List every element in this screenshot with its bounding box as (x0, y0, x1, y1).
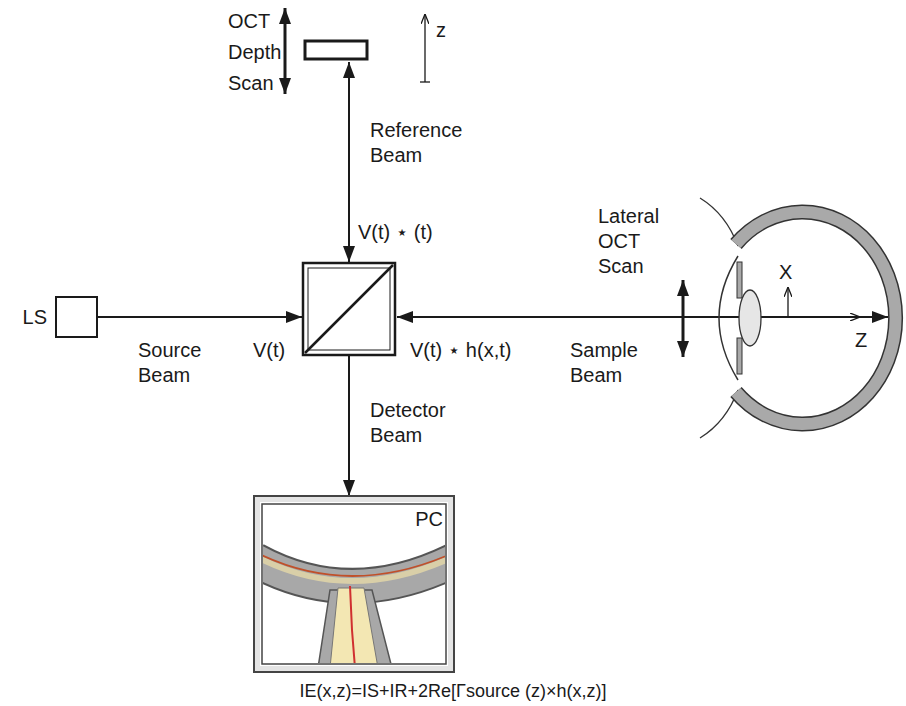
beam-label: Sample Beam (570, 338, 670, 388)
sclera-outline (736, 212, 896, 424)
z-axis-arrow (788, 316, 860, 317)
signal-label: V(t) (253, 338, 285, 363)
depth-scan-arrow (284, 8, 287, 94)
signal-label: V(t) ⋆ h(x,t) (410, 338, 511, 363)
retina-image (263, 552, 445, 663)
x-axis-arrow (787, 287, 788, 317)
signal-label: V(t) ⋆ (t) (358, 220, 433, 245)
reference-beam (348, 62, 350, 262)
splitter-diagonal (305, 265, 393, 353)
reference-mirror (305, 41, 367, 59)
scan-label: Lateral OCT Scan (598, 204, 678, 279)
axis-label: Z (855, 328, 867, 353)
beam-label: Detector Beam (370, 398, 470, 448)
source-beam (98, 316, 302, 318)
node-label: PC (413, 507, 445, 531)
central-vessel (350, 586, 355, 663)
node-label: LS (23, 305, 47, 329)
scan-label: OCT Depth Scan (228, 6, 290, 99)
retina-vessel (263, 552, 445, 576)
cornea (719, 256, 738, 380)
axis-label: z (436, 18, 446, 43)
formula: IE(x,z)=IS+IR+2Re[Γsource (z)×h(x,z)] (299, 681, 606, 701)
sample-beam (397, 316, 888, 318)
light-source-box: LS (55, 296, 98, 338)
detector-beam (348, 356, 350, 496)
beam-splitter (303, 263, 395, 355)
sclera (736, 212, 896, 424)
retina-layer (263, 556, 445, 581)
axis-label: X (779, 260, 792, 285)
iris (737, 338, 742, 374)
lateral-scan-arrow (682, 280, 685, 357)
iris (737, 262, 742, 298)
beam-label: Reference Beam (370, 118, 480, 168)
z-axis-arrow (424, 14, 425, 82)
pc-monitor: PC (253, 495, 455, 673)
beam-label: Source Beam (138, 338, 233, 388)
lens (739, 290, 761, 346)
z-axis-tick (420, 81, 430, 82)
